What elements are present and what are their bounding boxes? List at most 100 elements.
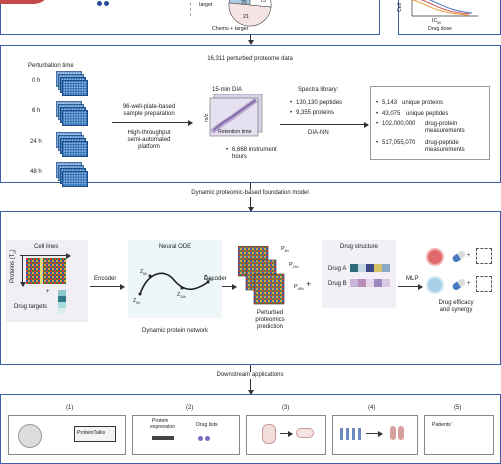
- spectra-item-proteins: 9,355 proteins: [290, 110, 334, 117]
- fp-cell: [382, 264, 390, 272]
- stat-value: 517,055,070: [376, 140, 415, 147]
- cell-icon-blue: [428, 278, 442, 292]
- ic-label: IC: [432, 18, 438, 24]
- arrow-app-3: [280, 430, 293, 437]
- stat-label: drug-protein: [425, 121, 458, 127]
- red-shape: [0, 0, 50, 4]
- proteome-data-title: 16,311 perturbed proteome data: [207, 56, 293, 62]
- p-sub: 6h: [284, 249, 289, 254]
- fp-cell: [374, 264, 382, 272]
- curve-blue: [428, 0, 473, 14]
- pie-label-chemo-target: Chemo + target: [212, 26, 248, 32]
- app-number-2: (2): [186, 405, 194, 411]
- cell-axis-label: Cell: [397, 3, 403, 12]
- pie-value-target: 25: [241, 0, 248, 6]
- efficacy-plus: +: [467, 253, 471, 259]
- pie-slice-other: [249, 0, 272, 8]
- platform-line-2: semi-automated: [127, 137, 171, 143]
- protein-talks-label: ProteinTalks: [77, 430, 106, 436]
- prediction-stack: [238, 246, 285, 305]
- timepoint-48h: 48 h: [30, 169, 42, 175]
- timepoint-24h: 24 h: [30, 139, 42, 145]
- stat-label: unique proteins: [402, 100, 444, 106]
- cell-lines-arrow: [20, 252, 71, 259]
- instrument-hours-2: hours: [232, 154, 248, 160]
- curve-orange: [411, 0, 469, 16]
- drug-b-label: Drug B: [328, 281, 347, 287]
- efficacy-line-1: Drug efficacy: [438, 300, 474, 306]
- plate: [62, 171, 88, 187]
- z-sub: 6h: [143, 272, 148, 277]
- efficacy-plus-2: +: [467, 281, 471, 287]
- p-letter: P: [289, 262, 293, 268]
- dia-y-axis-label: m/z: [204, 113, 210, 122]
- fp-cell: [358, 279, 366, 287]
- perturbation-time-title: Perturbation time: [28, 63, 74, 69]
- neural-ode-box: [128, 240, 222, 318]
- protein-expression-1: Protein: [152, 418, 169, 424]
- dia-signal-core: [213, 99, 257, 131]
- prediction-line-1: Perturbed: [256, 310, 284, 316]
- z-letter: Z: [204, 275, 208, 281]
- drug-dot: [205, 436, 210, 441]
- app-number-3: (3): [282, 405, 290, 411]
- decoder-arrow: [222, 283, 237, 290]
- target-cell: [58, 308, 66, 314]
- stat-value: 5,143: [376, 100, 397, 107]
- pie-label-target: target: [199, 2, 213, 8]
- target-cell: [58, 296, 66, 302]
- arrow-model-to-apps: [247, 365, 254, 395]
- patients-label: Patients': [432, 422, 452, 428]
- arrow-to-stats: [280, 121, 369, 128]
- z-sub: 0h: [136, 301, 141, 306]
- p-sub: 24h: [292, 265, 299, 270]
- proteins-label: Proteins (T0): [10, 249, 18, 283]
- app-number-5: (5): [454, 405, 462, 411]
- p-letter: P: [294, 284, 298, 290]
- dashed-divider: [190, 0, 191, 16]
- patient-icon-red: [390, 426, 396, 440]
- cell-lines-label: Cell lines: [34, 244, 59, 250]
- protein-heatmap: [26, 258, 66, 284]
- target-cell: [58, 290, 66, 296]
- timepoint-6h: 6 h: [32, 108, 41, 114]
- dynamic-network-label: Dynamic protein network: [141, 328, 209, 334]
- z-sub: 24h: [180, 295, 187, 300]
- fp-cell: [358, 264, 366, 272]
- proteins-arrow: [19, 256, 26, 287]
- drug-a-fingerprint: [350, 264, 390, 272]
- fp-cell: [366, 264, 374, 272]
- mouse-icon: [296, 428, 314, 438]
- platform-line-1: High-throughput: [127, 130, 171, 136]
- pie-value-other: 73: [260, 0, 267, 4]
- p-letter: P: [281, 246, 285, 252]
- stat-value: 102,000,000: [376, 121, 415, 128]
- app-box-5: [424, 415, 494, 455]
- curve-red: [420, 0, 471, 15]
- arrow-top-to-data: [247, 35, 254, 45]
- fp-cell: [350, 279, 358, 287]
- plate: [62, 110, 88, 126]
- prediction-line-2: proteomics: [255, 317, 285, 323]
- spectra-item-peptides: 130,130 peptides: [290, 100, 342, 107]
- pie-slice-chemo: [228, 2, 272, 27]
- ode-curve: [139, 272, 209, 295]
- drug-targets-label: Drug targets: [14, 304, 48, 310]
- drug-target-bar: [58, 290, 66, 314]
- stat-label: drug-peptide: [425, 140, 459, 146]
- stat-label: measurements: [425, 147, 465, 153]
- heatmap-cells: [26, 258, 66, 284]
- cell-icon-red: [428, 250, 442, 264]
- pie-chart: [228, 0, 272, 27]
- p-label-48h: P48h: [294, 284, 304, 293]
- app-box-3: [246, 415, 326, 455]
- prediction-line-3: prediction: [256, 324, 283, 330]
- z-label-0h: Z0h: [133, 298, 140, 306]
- efficacy-line-2: and synergy: [439, 307, 473, 313]
- ode-point-24h: [180, 286, 184, 290]
- plate: [62, 80, 88, 96]
- z-label-48h: Z48h: [204, 275, 213, 283]
- matrix-plus: +: [46, 289, 50, 295]
- z-sub: 48h: [207, 278, 214, 283]
- model-title: Dynamic proteomic-based foundation model: [150, 190, 350, 197]
